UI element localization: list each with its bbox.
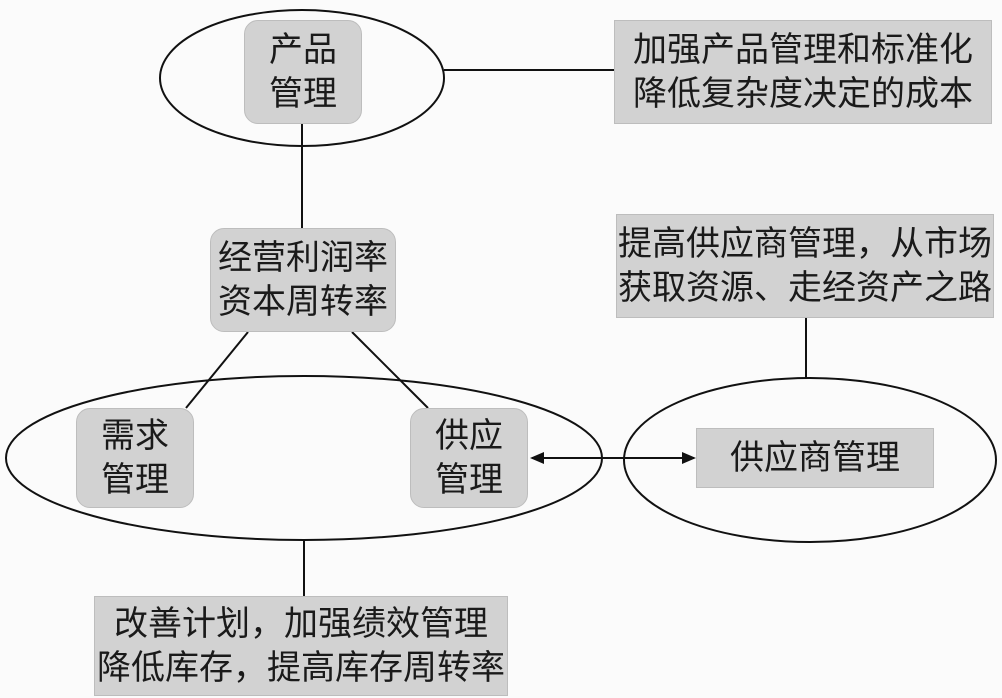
box-text-line: 产品	[269, 30, 337, 70]
box-text-line: 管理	[101, 460, 169, 500]
box-text-line: 管理	[269, 74, 337, 114]
box-text-line: 管理	[435, 460, 503, 500]
box-text-line: 需求	[101, 416, 169, 456]
kpi-box: 经营利润率 资本周转率	[210, 228, 396, 332]
kpi-to-demand-line	[185, 331, 249, 409]
demand-management-box: 需求 管理	[76, 408, 194, 508]
supplier-note-box: 提高供应商管理，从市场 获取资源、走经资产之路	[616, 214, 994, 318]
box-text-line: 改善计划，加强绩效管理	[114, 604, 488, 644]
product-management-box: 产品 管理	[244, 20, 362, 124]
box-text-line: 供应商管理	[730, 438, 900, 478]
product-note-box: 加强产品管理和标准化 降低复杂度决定的成本	[614, 20, 992, 124]
supplier-management-box: 供应商管理	[696, 428, 934, 488]
box-text-line: 资本周转率	[218, 282, 388, 322]
box-text-line: 加强产品管理和标准化	[633, 30, 973, 70]
kpi-to-supply-line	[351, 331, 429, 409]
box-text-line: 降低库存，提高库存周转率	[97, 648, 505, 688]
box-text-line: 降低复杂度决定的成本	[633, 74, 973, 114]
box-text-line: 获取资源、走经资产之路	[618, 268, 992, 308]
box-text-line: 供应	[435, 416, 503, 456]
box-text-line: 提高供应商管理，从市场	[618, 224, 992, 264]
supply-note-box: 改善计划，加强绩效管理 降低库存，提高库存周转率	[94, 596, 508, 696]
supply-management-box: 供应 管理	[410, 408, 528, 508]
box-text-line: 经营利润率	[218, 238, 388, 278]
